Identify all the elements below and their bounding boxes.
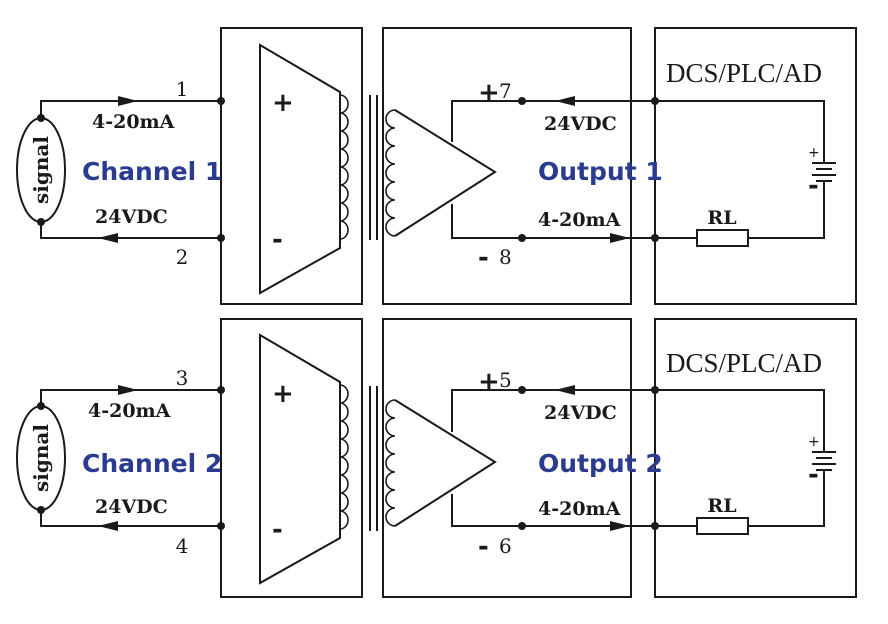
input-block-2 (220, 318, 363, 598)
junction-dot (217, 522, 225, 530)
input-current-label: 4-20mA (92, 111, 175, 133)
battery-icon (812, 162, 836, 182)
amplifier-plus: + (272, 88, 294, 118)
arrow-right-icon (118, 96, 138, 106)
amplifier-plus: + (272, 379, 294, 409)
channel-name: Channel 2 (82, 449, 222, 478)
pin-label: 5 (499, 368, 512, 392)
system-label: DCS/PLC/AD (666, 348, 822, 378)
isolation-block-2 (382, 318, 632, 598)
signal-label: signal (29, 424, 53, 492)
output-current-label: 4-20mA (538, 498, 621, 520)
junction-dot (37, 218, 45, 226)
signal-label: signal (29, 136, 53, 204)
battery-plus: + (808, 145, 820, 161)
output-amplifier-symbol (394, 109, 497, 237)
transformer-secondary-coil (385, 399, 396, 527)
junction-dot (518, 386, 526, 394)
output-name: Output 2 (538, 449, 663, 478)
pin-label: 3 (176, 366, 189, 390)
output-plus: + (478, 78, 500, 108)
receiver-wire (748, 469, 825, 527)
arrow-left-icon (98, 233, 118, 243)
junction-dot (518, 234, 526, 242)
input-block-1 (220, 27, 363, 305)
channel-name: Channel 1 (82, 157, 222, 186)
amplifier-symbol (259, 333, 341, 585)
input-voltage-label: 24VDC (95, 496, 168, 518)
pin-label: 2 (176, 245, 189, 269)
junction-dot (518, 97, 526, 105)
battery-minus: - (808, 460, 819, 490)
load-resistor (696, 229, 749, 247)
amplifier-symbol (259, 43, 341, 295)
output-minus: - (478, 243, 489, 273)
output-name: Output 1 (538, 157, 663, 186)
junction-dot (37, 114, 45, 122)
pin-label: 1 (176, 77, 189, 101)
pin-label: 8 (499, 245, 512, 269)
output-voltage-label: 24VDC (544, 113, 617, 135)
battery-icon (812, 451, 836, 471)
arrow-left-icon (555, 385, 575, 395)
input-voltage-label: 24VDC (95, 206, 168, 228)
junction-dot (37, 506, 45, 514)
amplifier-minus: - (272, 225, 283, 255)
resistor-label: RL (707, 495, 736, 517)
input-wire-negative (40, 222, 221, 239)
isolation-block-1 (382, 27, 632, 305)
channel-2: signal 3 4 4-20mA 24VDC Channel 2 + - + … (16, 318, 857, 598)
output-minus: - (478, 532, 489, 562)
junction-dot (217, 234, 225, 242)
input-wire-positive (40, 100, 221, 118)
system-label: DCS/PLC/AD (666, 58, 822, 88)
input-wire-positive (40, 389, 221, 406)
load-resistor (696, 517, 749, 535)
junction-dot (518, 522, 526, 530)
arrow-right-icon (118, 385, 138, 395)
receiver-wire (655, 389, 825, 452)
transformer-secondary-coil (385, 109, 396, 237)
battery-minus: - (808, 171, 819, 201)
pin-label: 4 (176, 534, 189, 558)
junction-dot (37, 402, 45, 410)
output-wire-negative (451, 494, 655, 527)
junction-dot (217, 97, 225, 105)
output-wire-positive (451, 389, 655, 432)
output-voltage-label: 24VDC (544, 402, 617, 424)
pin-label: 7 (499, 79, 512, 103)
receiver-wire (748, 180, 825, 239)
transformer-primary-coil (339, 384, 349, 530)
resistor-label: RL (707, 207, 736, 229)
receiver-block-2 (654, 318, 857, 598)
output-current-label: 4-20mA (538, 209, 621, 231)
arrow-left-icon (98, 521, 118, 531)
amplifier-minus: - (272, 515, 283, 545)
receiver-block-1 (654, 27, 857, 305)
output-plus: + (478, 367, 500, 397)
transformer-primary-coil (339, 94, 349, 240)
arrow-right-icon (610, 233, 630, 243)
battery-plus: + (808, 434, 820, 450)
output-wire-negative (451, 204, 655, 239)
output-wire-positive (451, 100, 655, 142)
input-wire-negative (40, 510, 221, 527)
input-current-label: 4-20mA (88, 400, 171, 422)
channel-1: signal 1 2 4-20mA 24VDC Channel 1 + - (16, 27, 857, 305)
arrow-left-icon (555, 96, 575, 106)
arrow-right-icon (610, 521, 630, 531)
receiver-wire (655, 100, 825, 163)
output-amplifier-symbol (394, 399, 497, 527)
junction-dot (217, 386, 225, 394)
pin-label: 6 (499, 534, 512, 558)
